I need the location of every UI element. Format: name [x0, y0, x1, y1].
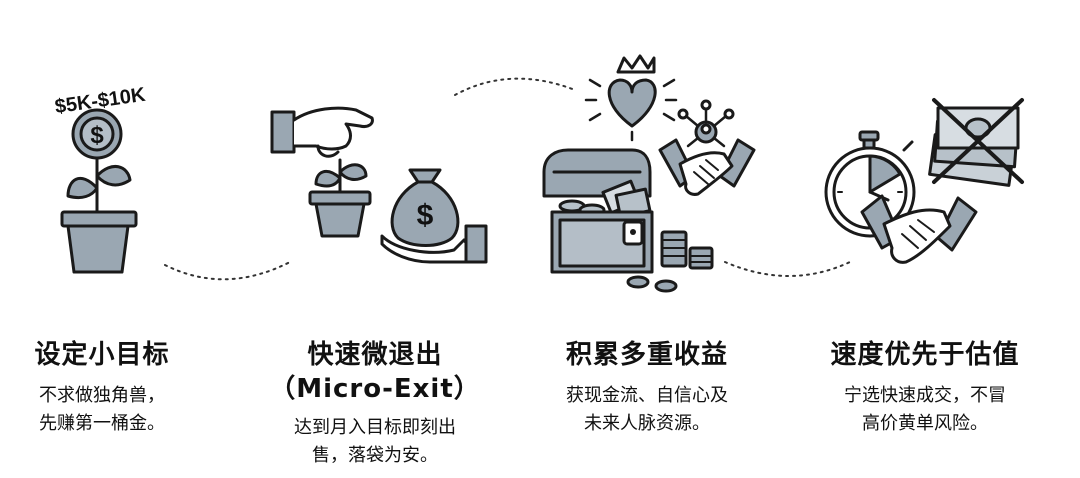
illustration-layer: $5K-$10K $ $	[53, 54, 1024, 293]
step-2-title: 快速微退出	[307, 340, 443, 370]
step-4-title: 速度优先于估值	[830, 340, 1020, 370]
step-2: 快速微退出 （Micro-Exit） 达到月入目标即刻出 售，落袋为安。	[250, 338, 500, 470]
step-2-subtitle: （Micro-Exit）	[269, 374, 481, 404]
step-1-desc-line-2: 先赚第一桶金。	[39, 413, 165, 434]
step-1-title: 设定小目标	[34, 340, 170, 370]
step-2-desc-line-1: 达到月入目标即刻出	[294, 417, 456, 438]
step-3-description: 获现金流、自信心及 未来人脉资源。	[522, 382, 772, 438]
connector-3	[724, 261, 851, 277]
money-plant-icon: $5K-$10K $	[53, 84, 147, 274]
step-1-description: 不求做独角兽， 先赚第一桶金。	[0, 382, 227, 438]
step-2-description: 达到月入目标即刻出 售，落袋为安。	[250, 414, 500, 470]
step-3-title: 积累多重收益	[565, 340, 728, 370]
step-1-desc-line-1: 不求做独角兽，	[39, 385, 165, 406]
plant-and-money-bag-icon: $	[270, 106, 488, 264]
svg-text:$: $	[417, 199, 434, 232]
step-3-desc-line-1: 获现金流、自信心及	[566, 385, 728, 406]
step-3: 积累多重收益 获现金流、自信心及 未来人脉资源。	[522, 338, 772, 438]
step-3-desc-line-2: 未来人脉资源。	[584, 413, 710, 434]
connector-2	[454, 77, 576, 96]
svg-text:$: $	[90, 122, 104, 149]
connector-1	[164, 261, 291, 281]
step-4-description: 宁选快速成交，不冒 高价黄单风险。	[800, 382, 1050, 438]
step-4-desc-line-2: 高价黄单风险。	[862, 413, 988, 434]
step-4: 速度优先于估值 宁选快速成交，不冒 高价黄单风险。	[800, 338, 1050, 438]
treasure-chest-handshake-icon	[542, 54, 756, 293]
step-2-desc-line-2: 售，落袋为安。	[312, 445, 438, 466]
step-1: 设定小目标 不求做独角兽， 先赚第一桶金。	[0, 338, 227, 438]
stopwatch-handshake-icon	[824, 98, 1024, 264]
crossed-cash-icon	[928, 98, 1024, 187]
step-4-desc-line-1: 宁选快速成交，不冒	[844, 385, 1006, 406]
